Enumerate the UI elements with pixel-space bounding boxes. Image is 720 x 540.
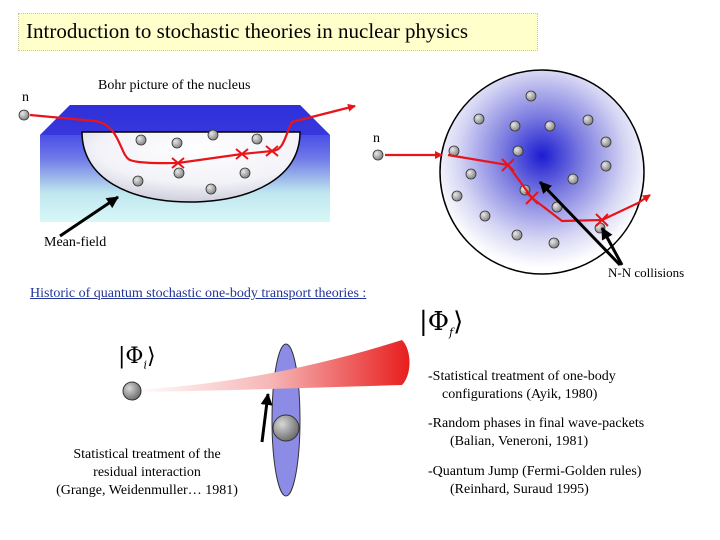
initial-particle: [122, 381, 142, 401]
wave-packet-beam: [132, 340, 410, 392]
collision-pointer-1: [538, 180, 622, 267]
nucleon: [512, 145, 524, 157]
nucleon: [548, 237, 560, 249]
residual-line2: residual interaction: [93, 465, 201, 480]
residual-line1: Statistical treatment of the: [73, 447, 221, 462]
theory-line2: configurations (Ayik, 1980): [442, 387, 598, 402]
nucleon: [600, 136, 612, 148]
nucleon: [551, 201, 563, 213]
bohr-label: Bohr picture of the nucleus: [98, 78, 251, 93]
nucleon: [171, 137, 183, 149]
nucleon: [582, 114, 594, 126]
mean-field-label: Mean-field: [44, 235, 107, 250]
nucleon: [525, 90, 537, 102]
nucleon: [451, 190, 463, 202]
collision-mark: [265, 145, 279, 157]
nucleon: [509, 120, 521, 132]
theory-line1: -Random phases in final wave-packets: [428, 416, 645, 431]
neutron-label-right: n: [373, 131, 380, 146]
nn-collisions-label: N-N collisions: [608, 265, 685, 280]
collision-mark: [525, 191, 539, 205]
collision-mark: [171, 157, 185, 169]
nucleon: [544, 120, 556, 132]
collision-mark: [235, 148, 249, 160]
theory-item: -Random phases in final wave-packets (Ba…: [428, 415, 644, 451]
well-trajectory: [29, 103, 356, 169]
nucleon: [135, 134, 147, 146]
theory-line2: (Reinhard, Suraud 1995): [450, 482, 589, 497]
phi-i-ket: |Φi⟩: [118, 344, 156, 372]
theory-item: -Statistical treatment of one-body confi…: [428, 368, 616, 404]
neutron-label-left: n: [22, 90, 29, 105]
phi-i-symbol: Φ: [125, 344, 144, 369]
collision-mark: [501, 158, 515, 172]
theory-line2: (Balian, Veneroni, 1981): [450, 434, 589, 449]
collision-marks: [171, 145, 279, 169]
nucleus-trajectory: [385, 151, 651, 227]
page-title: Introduction to stochastic theories in n…: [26, 19, 469, 43]
nucleon: [473, 113, 485, 125]
trajectory-path: [29, 103, 356, 165]
theory-item: -Quantum Jump (Fermi-Golden rules) (Rein…: [428, 463, 641, 499]
theory-line1: -Quantum Jump (Fermi-Golden rules): [428, 464, 642, 479]
nucleon: [207, 129, 219, 141]
nucleon: [511, 229, 523, 241]
nucleon: [465, 168, 477, 180]
nucleon: [239, 167, 251, 179]
historic-heading: Historic of quantum stochastic one-body …: [30, 286, 367, 301]
nucleon: [132, 175, 144, 187]
collision-pointer-2: [600, 227, 624, 266]
nucleon: [205, 183, 217, 195]
phi-f-subscript: f: [449, 326, 454, 340]
nucleon: [173, 167, 185, 179]
residual-interaction-text: Statistical treatment of the residual in…: [36, 446, 258, 500]
incoming-neutron: [18, 109, 30, 121]
well-top-face: [40, 105, 330, 135]
target-particle: [272, 414, 300, 442]
residual-line3: (Grange, Weidenmuller… 1981): [56, 483, 238, 498]
well-nucleons: [18, 109, 263, 195]
mean-field-well: [40, 105, 330, 222]
residual-pointer: [260, 393, 273, 443]
transition-schematic: [122, 340, 410, 497]
nucleon: [251, 133, 263, 145]
mean-field-pointer: [59, 195, 119, 238]
collision-marks: [501, 158, 609, 227]
theory-line1: -Statistical treatment of one-body: [428, 369, 616, 384]
title-box: [18, 13, 538, 51]
phi-f-symbol: Φ: [427, 307, 450, 337]
phi-f-ket: |Φf⟩: [419, 307, 464, 340]
collision-mark: [595, 213, 609, 227]
nucleus-nucleons: [372, 90, 612, 249]
phi-i-subscript: i: [143, 358, 147, 372]
nucleon: [567, 173, 579, 185]
incoming-neutron: [372, 149, 384, 161]
nucleon: [600, 160, 612, 172]
nucleon: [479, 210, 491, 222]
